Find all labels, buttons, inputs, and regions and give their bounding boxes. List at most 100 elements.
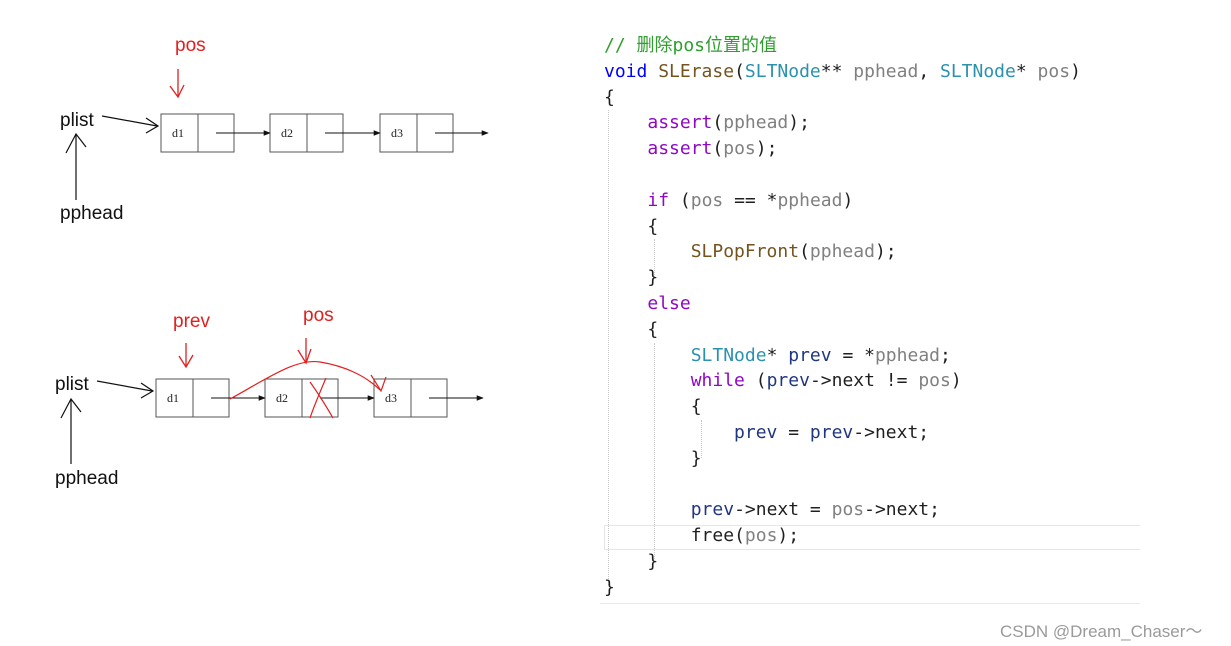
code-token: == *: [723, 189, 778, 211]
relink-annotation: [229, 360, 387, 419]
top-plist-label: plist: [60, 110, 95, 131]
code-line: assert(pphead);: [604, 110, 810, 136]
code-line: {: [604, 394, 702, 420]
code-token: assert: [647, 112, 713, 134]
top-pphead-label: pphead: [60, 203, 123, 224]
code-token: prev: [788, 344, 832, 366]
indent-guide-outer: [608, 110, 609, 585]
code-token: ,: [918, 60, 940, 82]
code-token: (: [669, 189, 691, 211]
code-token: pos: [1037, 60, 1071, 82]
code-token: (: [712, 112, 724, 134]
code-token: if: [647, 189, 670, 211]
bottom-pphead-arrow: [60, 397, 82, 464]
code-token: ): [950, 370, 962, 392]
code-token: [647, 61, 658, 82]
code-token: pos: [723, 138, 756, 160]
code-token: while: [690, 370, 745, 392]
code-token: ->next;: [864, 499, 940, 521]
code-token: );: [755, 138, 778, 160]
code-line: while (prev->next != pos): [604, 368, 962, 394]
code-token: free: [690, 525, 735, 547]
code-token: else: [647, 293, 691, 314]
code-token: {: [604, 86, 615, 108]
current-line-highlight: [604, 525, 1140, 550]
code-token: {: [604, 215, 659, 237]
code-token: [604, 241, 691, 262]
code-line: // 删除pos位置的值: [604, 33, 777, 59]
code-token: [604, 190, 647, 211]
code-token: [604, 422, 734, 443]
indent-guide-else: [654, 343, 655, 559]
code-token: [604, 345, 691, 366]
code-token: }: [604, 267, 659, 289]
code-token: SLTNode: [690, 344, 767, 366]
code-token: ->next !=: [809, 370, 919, 392]
bottom-node-2-label: d2: [276, 391, 288, 405]
code-token: ): [1070, 60, 1081, 82]
code-token: }: [604, 551, 659, 572]
code-token: pos: [918, 370, 951, 392]
code-line: }: [604, 446, 702, 472]
top-pos-label: pos: [175, 35, 206, 56]
code-token: }: [604, 576, 615, 598]
top-node-1: d1: [160, 113, 235, 153]
code-token: [604, 499, 691, 520]
code-token: = *: [831, 344, 875, 366]
code-token: (: [744, 370, 767, 392]
code-token: pphead: [874, 344, 940, 366]
code-token: *: [1015, 60, 1038, 82]
code-line: SLPopFront(pphead);: [604, 239, 897, 265]
code-token: void: [604, 60, 648, 82]
code-token: );: [788, 112, 810, 134]
indent-guide-while: [701, 420, 702, 458]
code-token: {: [604, 318, 659, 340]
code-line: free(pos);: [604, 523, 799, 549]
code-token: prev: [734, 422, 778, 443]
code-token: [604, 370, 691, 391]
code-line: SLTNode* prev = *pphead;: [604, 343, 951, 369]
code-token: prev: [766, 370, 810, 392]
bottom-pphead-label: pphead: [55, 468, 118, 489]
code-token: [604, 112, 647, 133]
bottom-node-3-label: d3: [385, 391, 397, 405]
code-token: (: [799, 241, 810, 263]
code-token: SLTNode: [940, 60, 1016, 82]
bottom-plist-label: plist: [55, 374, 90, 395]
linked-list-diagram: pos plist pphead d1 d2 d3: [55, 35, 489, 489]
bottom-node-1-label: d1: [167, 391, 179, 405]
code-token: pos: [831, 499, 865, 521]
code-token: pphead: [809, 241, 875, 263]
code-token: **: [820, 60, 854, 82]
code-line: {: [604, 85, 615, 111]
code-line: assert(pos);: [604, 136, 777, 162]
code-token: ->next =: [734, 499, 832, 521]
cross-out-stroke-1: [309, 381, 334, 419]
code-token: SLErase: [658, 60, 735, 82]
bottom-pos-label: pos: [303, 305, 334, 326]
csdn-watermark: CSDN @Dream_Chaser～: [1000, 622, 1203, 641]
code-line: }: [604, 265, 658, 291]
code-token: assert: [647, 138, 713, 160]
code-token: (: [734, 525, 745, 547]
bottom-node-2: d2: [264, 378, 339, 418]
top-node-1-label: d1: [172, 126, 184, 140]
code-token: pos: [690, 189, 724, 211]
code-token: // 删除pos位置的值: [604, 35, 778, 56]
bottom-diagram: prev pos plist pphead d1 d2: [55, 305, 484, 489]
code-token: [604, 138, 647, 159]
editor-bottom-rule: [600, 603, 1140, 604]
code-token: );: [777, 525, 800, 547]
code-line: {: [604, 214, 658, 240]
code-line: void SLErase(SLTNode** pphead, SLTNode* …: [604, 59, 1081, 85]
code-token: =: [777, 422, 810, 443]
code-token: *: [766, 344, 789, 366]
code-token: prev: [809, 422, 854, 443]
cross-out-stroke-2: [309, 377, 327, 419]
code-line: {: [604, 317, 658, 343]
code-token: pos: [744, 525, 778, 547]
code-token: ->next;: [853, 422, 930, 443]
code-token: ;: [940, 344, 951, 366]
code-token: SLPopFront: [690, 241, 800, 263]
top-node-3-label: d3: [391, 126, 403, 140]
